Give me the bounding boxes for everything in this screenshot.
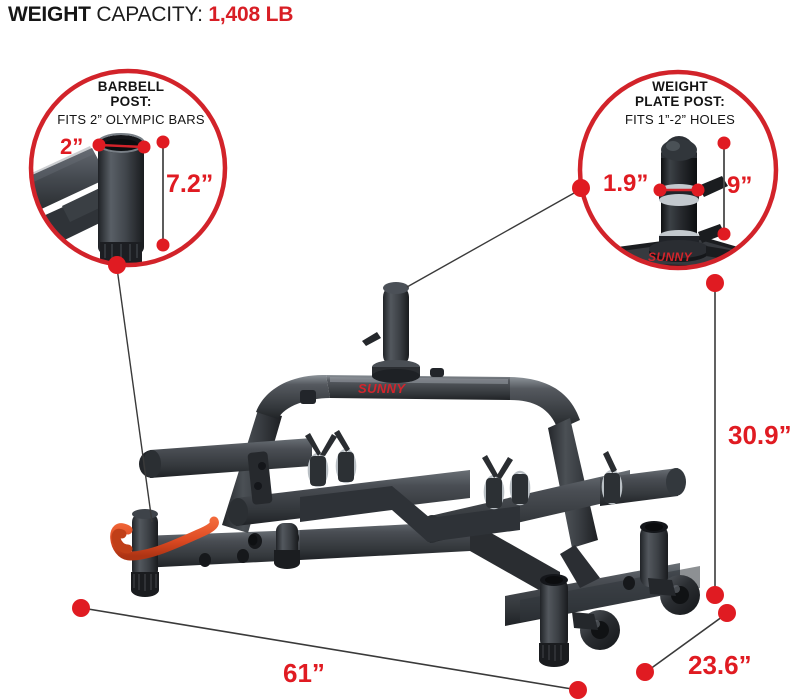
page-title-normal: CAPACITY: <box>90 3 209 26</box>
page-title-strong: WEIGHT <box>8 3 91 26</box>
barbell-height-dot-bottom <box>156 238 170 252</box>
barbell-post-subtitle: FITS 2” OLYMPIC BARS <box>57 112 205 128</box>
leader-line-barbell-post <box>116 267 153 523</box>
barbell-post-title-line2: POST: <box>110 93 152 109</box>
frame-brackets <box>247 368 444 505</box>
plate-height-dot-bottom <box>717 227 731 241</box>
mid-left-leg <box>274 523 300 569</box>
barbell-diameter-dot-right <box>137 140 151 154</box>
plate-callout-anchor-dot <box>572 179 590 197</box>
orange-handle-loop <box>110 516 219 561</box>
height-dim-dot-bottom <box>706 586 724 604</box>
page-title-accent: 1,408 LB <box>208 3 294 26</box>
spring-collars <box>305 430 623 510</box>
barbell-post-heading: BARBELL POST: FITS 2” OLYMPIC BARS <box>46 79 216 128</box>
plate-post-heading: WEIGHT PLATE POST: FITS 1”-2” HOLES <box>594 79 766 128</box>
page-title: WEIGHT CAPACITY: 1,408 LB <box>8 0 293 30</box>
depth-dim-dot-upper <box>718 604 736 622</box>
center-barbell-post <box>362 282 420 383</box>
transport-wheels <box>572 575 700 650</box>
plate-post-title-line2: PLATE POST: <box>634 93 726 109</box>
weight-plate-posts <box>539 521 668 667</box>
width-dimension-line <box>81 607 579 691</box>
barbell-callout-anchor-dot <box>108 256 126 274</box>
width-dim-dot-left <box>72 599 90 617</box>
width-dim-dot-right <box>569 681 587 699</box>
barbell-post-zoom-art <box>31 133 145 265</box>
product-brand-logo: SUNNY <box>358 381 406 396</box>
barbell-diameter-line <box>99 143 144 149</box>
barbell-height-dot-top <box>156 135 170 149</box>
barbell-diameter-dot-left <box>92 138 106 152</box>
overall-depth-label: 23.6” <box>688 650 752 680</box>
plate-post-height-label: 9” <box>727 172 753 199</box>
barbell-post-title-line1: BARBELL <box>97 79 165 94</box>
barbell-post-ring <box>28 68 228 268</box>
barbell-post-diameter-label: 2” <box>60 134 84 159</box>
plate-post-title-line1: WEIGHT <box>652 79 708 94</box>
depth-dim-dot-lower <box>636 663 654 681</box>
plate-diameter-dot-right <box>691 183 705 197</box>
left-front-leg <box>131 509 159 597</box>
overall-width-label: 61” <box>283 658 325 688</box>
plate-post-diameter-label: 1.9” <box>603 170 649 197</box>
overall-height-label: 30.9” <box>728 420 792 450</box>
plate-height-dot-top <box>717 136 731 150</box>
plate-diameter-dot-left <box>653 183 667 197</box>
plate-post-subtitle: FITS 1”-2” HOLES <box>624 112 736 128</box>
barbell-post-height-label: 7.2” <box>166 170 214 198</box>
height-dim-dot-top <box>706 274 724 292</box>
plate-post-ring <box>577 69 779 271</box>
leader-line-plate-post <box>406 187 584 288</box>
depth-dimension-line <box>645 613 727 673</box>
plate-post-brand-logo: SUNNY <box>648 250 693 264</box>
horizontal-bars <box>139 438 686 543</box>
